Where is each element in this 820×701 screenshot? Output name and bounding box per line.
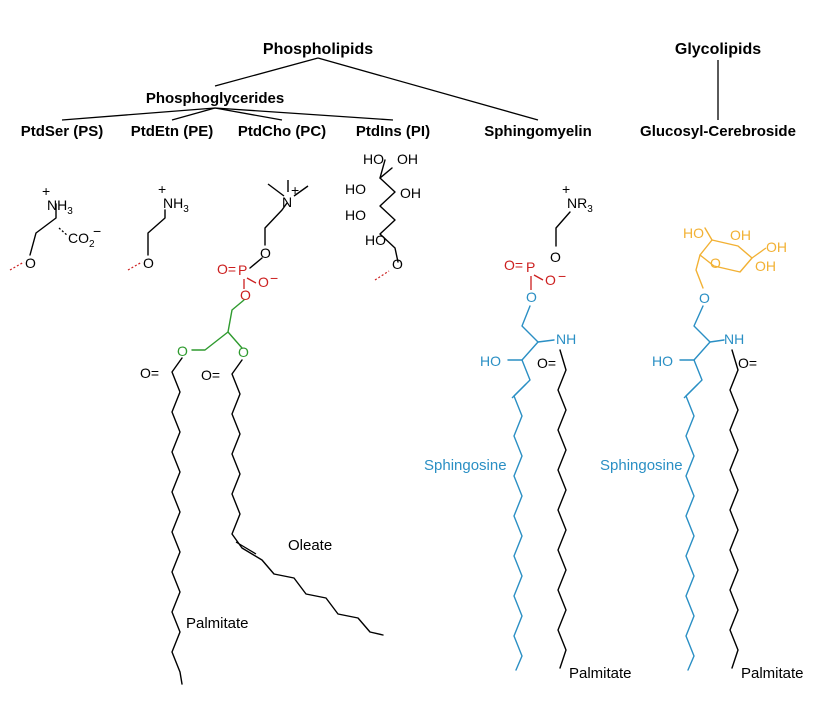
sm-nh: NH [556, 331, 576, 347]
pc-palmitate-chain [171, 357, 183, 685]
gc-oh1: OH [730, 227, 751, 243]
pi-ho2: HO [345, 181, 366, 197]
pc-p-o-double: O= [217, 261, 236, 277]
gc-palmitate-chain [729, 349, 739, 669]
pc-glycerol-o1: O [177, 343, 188, 359]
pi-ho4: HO [365, 232, 386, 248]
class-gc: Glucosyl-Cerebroside [640, 123, 796, 140]
hierarchy-tree [61, 57, 719, 121]
label-sphingosine-gc: Sphingosine [600, 457, 683, 474]
sm-p-o-double: O= [504, 257, 523, 273]
pc-glycerol-o2: O [238, 344, 249, 360]
label-sphingosine-sm: Sphingosine [424, 457, 507, 474]
pe-headgroup: O + NH3 [127, 181, 189, 271]
pc-p-o2: O [240, 287, 251, 303]
gc-oh2: OH [766, 239, 787, 255]
label-palmitate-gc: Palmitate [741, 665, 804, 682]
gc-sphingosine-chain [683, 359, 703, 671]
pc-p: P [238, 262, 247, 278]
ps-minus: − [93, 223, 101, 239]
sm-p: P [526, 259, 535, 275]
sm-sphingosine-chain [511, 359, 531, 671]
phosphoglycerides-header: Phosphoglycerides [146, 90, 284, 107]
pc-glycerol: O O O= O= [140, 299, 249, 383]
gc-nh: NH [724, 331, 744, 347]
label-palmitate-sm: Palmitate [569, 665, 632, 682]
pe-nh3: NH3 [163, 195, 189, 215]
pc-ester2-o: O= [201, 367, 220, 383]
sm-o1: O [550, 249, 561, 265]
ps-nh3: NH3 [47, 197, 73, 217]
gc-backbone: NH HO O= [652, 305, 757, 371]
pi-ho3: HO [345, 207, 366, 223]
label-oleate: Oleate [288, 537, 332, 554]
pe-o: O [143, 255, 154, 271]
pc-plus: + [291, 182, 299, 198]
ps-o: O [25, 255, 36, 271]
label-palmitate-pc: Palmitate [186, 615, 249, 632]
pc-o1: O [260, 245, 271, 261]
pc-n: N [282, 194, 292, 210]
gc-glucose: HO O OH OH OH O [683, 225, 787, 306]
ps-plus: + [42, 183, 50, 199]
pi-o: O [392, 256, 403, 272]
sm-amide-o: O= [537, 355, 556, 371]
class-pe: PtdEtn (PE) [131, 123, 214, 140]
sm-nr3: NR3 [567, 195, 593, 215]
pi-ho1: HO [363, 151, 384, 167]
sm-ho: HO [480, 353, 501, 369]
pi-oh1: OH [397, 151, 418, 167]
pc-p-o: O [258, 274, 269, 290]
ps-headgroup: O + NH3 CO2 − [9, 183, 101, 271]
pc-oleate-chain [231, 359, 384, 636]
gc-ho2: HO [652, 353, 673, 369]
sm-palmitate-chain [557, 349, 567, 669]
gc-ring-o: O [710, 255, 721, 271]
pc-p-minus: − [270, 270, 278, 286]
gc-o: O [699, 290, 710, 306]
pc-choline: N + O [249, 180, 309, 269]
pi-inositol: HO OH HO OH HO HO O [345, 151, 421, 281]
sm-headgroup: + NR3 O O= P O − O [504, 181, 593, 305]
glycolipids-header: Glycolipids [675, 41, 761, 58]
pc-phosphate: O= P O − O [217, 261, 278, 303]
phospholipids-header: Phospholipids [263, 41, 373, 58]
class-pc: PtdCho (PC) [238, 123, 326, 140]
pc-ester1-o: O= [140, 365, 159, 381]
sm-backbone: NH HO O= [480, 305, 576, 371]
class-ps: PtdSer (PS) [21, 123, 104, 140]
gc-amide-o: O= [738, 355, 757, 371]
gc-oh3: OH [755, 258, 776, 274]
pe-plus: + [158, 181, 166, 197]
pi-oh2: OH [400, 185, 421, 201]
sm-p-minus: − [558, 268, 566, 284]
class-pi: PtdIns (PI) [356, 123, 430, 140]
gc-ho: HO [683, 225, 704, 241]
ps-co2: CO2 [68, 230, 95, 250]
sm-o2: O [526, 289, 537, 305]
sm-p-o: O [545, 272, 556, 288]
class-sm: Sphingomyelin [484, 123, 592, 140]
sm-plus: + [562, 181, 570, 197]
